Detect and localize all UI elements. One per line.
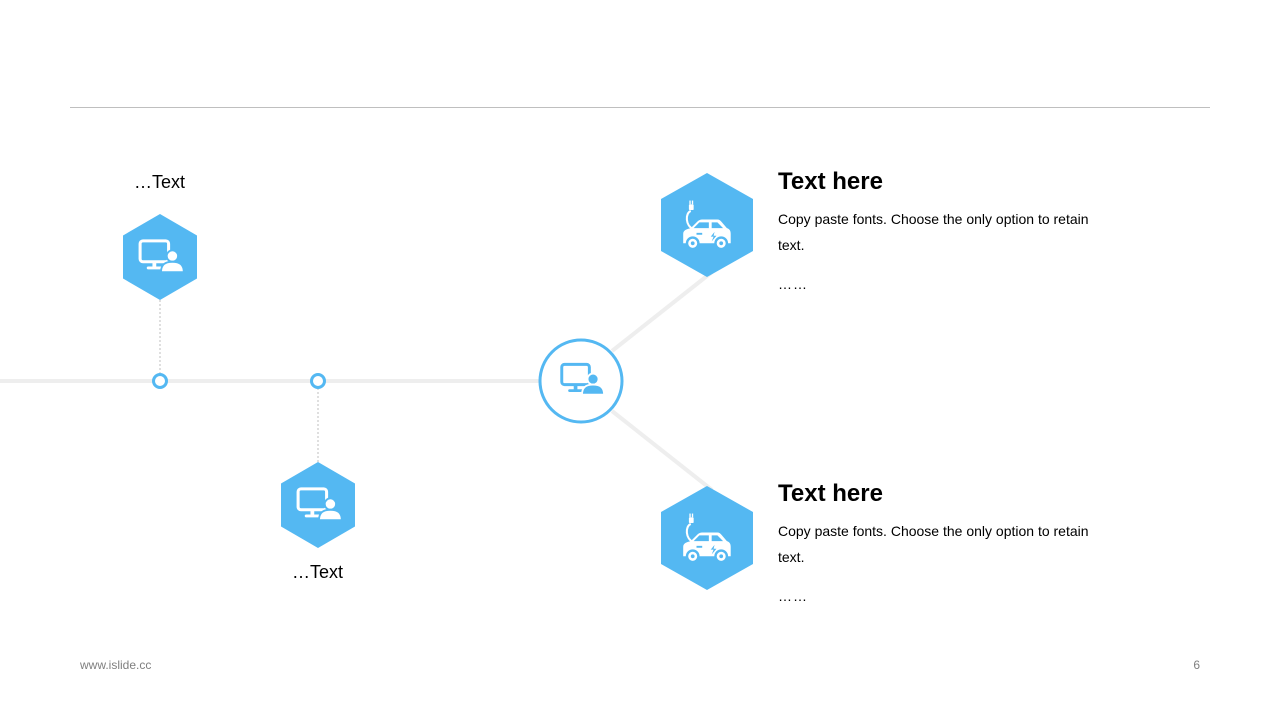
branch-line-upper (610, 270, 714, 353)
card-title: Text here (778, 480, 883, 507)
card-ellipsis: …… (778, 276, 808, 292)
branch-card-upper: Text here Copy paste fonts. Choose the o… (778, 168, 1108, 292)
card-title: Text here (778, 168, 883, 195)
branch-card-lower: Text here Copy paste fonts. Choose the o… (778, 480, 1108, 604)
branch-line-lower (610, 409, 714, 492)
timeline-marker (152, 373, 168, 389)
card-body: Copy paste fonts. Choose the only option… (778, 523, 1089, 565)
timeline-node-hexagon (123, 214, 197, 300)
timeline-caption-top: …Text (134, 172, 186, 192)
timeline-node-hexagon (281, 462, 355, 548)
card-ellipsis: …… (778, 588, 808, 604)
branch-hexagon-lower (661, 486, 753, 590)
card-body: Copy paste fonts. Choose the only option… (778, 211, 1089, 253)
hub-node (538, 338, 624, 424)
timeline-marker (310, 373, 326, 389)
header-divider (70, 107, 1210, 108)
timeline-caption-bottom: …Text (292, 562, 344, 582)
footer-url: www.islide.cc (80, 658, 152, 672)
page-number: 6 (1193, 658, 1200, 672)
branch-hexagon-upper (661, 173, 753, 277)
